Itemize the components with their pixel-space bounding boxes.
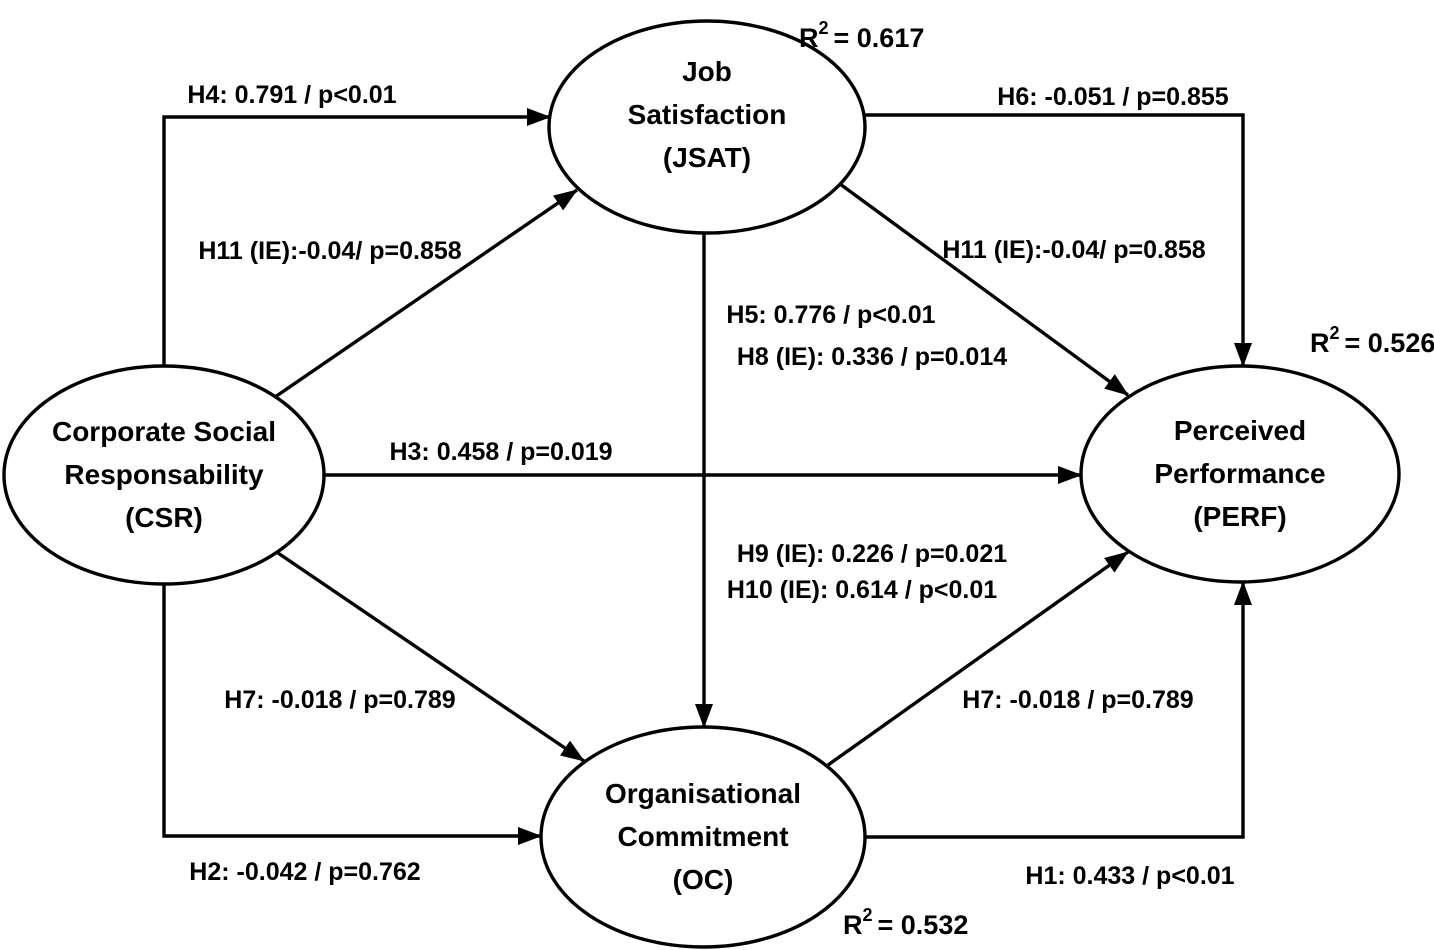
edge-label-h8: H8 (IE): 0.336 / p=0.014 (737, 343, 1007, 371)
edge-label-h11-left: H11 (IE):-0.04/ p=0.858 (198, 237, 461, 265)
perf-label-line3: (PERF) (1193, 501, 1286, 532)
edge-label-h7-right: H7: -0.018 / p=0.789 (962, 686, 1193, 714)
perf-r2-value: = 0.526 (1345, 328, 1434, 358)
edge-csr-oc-diagonal-h7 (277, 551, 585, 763)
edge-oc-perf-diagonal-h7 (827, 550, 1129, 767)
csr-label-line2: Responsability (64, 459, 264, 490)
edge-label-h9: H9 (IE): 0.226 / p=0.021 (737, 540, 1007, 568)
edge-label-h11-right: H11 (IE):-0.04/ p=0.858 (942, 236, 1205, 264)
edge-label-h4: H4: 0.791 / p<0.01 (187, 81, 396, 109)
edge-csr-jsat-elbow-h4 (162, 108, 551, 367)
csr-label-line3: (CSR) (125, 502, 203, 533)
jsat-label-line2: Satisfaction (628, 99, 787, 130)
node-oc-ellipse (539, 725, 867, 949)
jsat-label-line3: (JSAT) (663, 142, 751, 173)
oc-r2-sup: 2 (863, 905, 873, 925)
edge-label-h1: H1: 0.433 / p<0.01 (1025, 862, 1234, 890)
perf-r2-base: R (1310, 328, 1330, 358)
perf-label-line2: Performance (1154, 458, 1325, 489)
edge-label-h7-left: H7: -0.018 / p=0.789 (224, 686, 455, 714)
csr-label-line1: Corporate Social (52, 416, 276, 447)
oc-r2-base: R (843, 910, 863, 940)
edge-label-h6: H6: -0.051 / p=0.855 (997, 83, 1228, 111)
edge-csr-oc-elbow-h2 (162, 584, 542, 845)
edge-jsat-perf-elbow-h6 (864, 113, 1252, 367)
jsat-r2-value: = 0.617 (834, 23, 925, 53)
edge-oc-perf-elbow-h1 (865, 581, 1252, 839)
edge-label-h2: H2: -0.042 / p=0.762 (189, 858, 420, 886)
jsat-r2-base: R (799, 23, 819, 53)
node-jsat-ellipse (547, 19, 867, 235)
oc-r2-value: = 0.532 (878, 910, 969, 940)
node-csr-ellipse (2, 364, 326, 586)
jsat-label-line1: Job (682, 56, 732, 87)
perf-label-line1: Perceived (1174, 415, 1306, 446)
perf-r2-label: R2= 0.526 (1310, 323, 1434, 358)
node-perf-ellipse (1079, 364, 1401, 584)
edge-label-h10: H10 (IE): 0.614 / p<0.01 (727, 576, 997, 604)
oc-r2-label: R2= 0.532 (843, 905, 968, 940)
jsat-r2-label: R2= 0.617 (799, 18, 924, 53)
edge-label-h5: H5: 0.776 / p<0.01 (726, 301, 935, 329)
perf-r2-sup: 2 (1330, 323, 1340, 343)
oc-label-line3: (OC) (673, 864, 734, 895)
edge-label-h3: H3: 0.458 / p=0.019 (389, 438, 612, 466)
edge-csr-jsat-diagonal-h11 (274, 188, 578, 399)
edge-jsat-perf-diagonal-h11 (838, 182, 1130, 397)
oc-label-line2: Commitment (617, 821, 788, 852)
jsat-r2-sup: 2 (819, 18, 829, 38)
oc-label-line1: Organisational (605, 778, 801, 809)
